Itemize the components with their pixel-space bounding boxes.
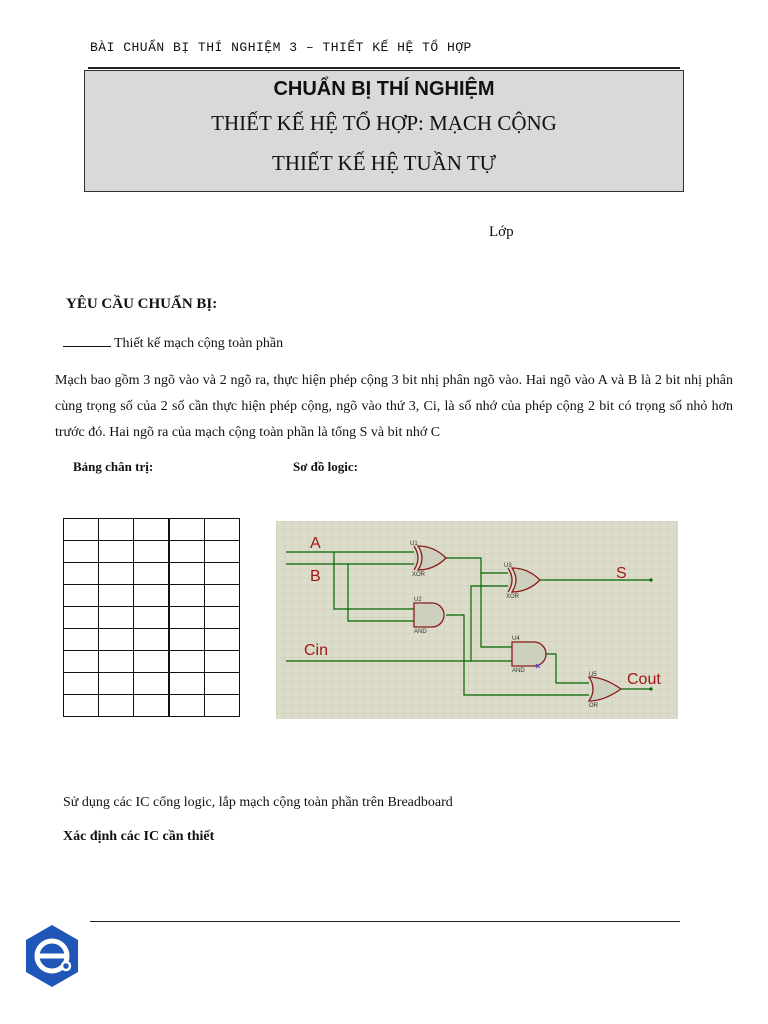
e-learning-logo-icon bbox=[26, 925, 78, 987]
table-row bbox=[63, 628, 240, 651]
output-pins bbox=[649, 578, 653, 691]
table-row bbox=[63, 650, 240, 673]
signal-a: A bbox=[310, 535, 321, 552]
running-header: BÀI CHUẨN BỊ THÍ NGHIỆM 3 – THIẾT KẾ HỆ … bbox=[90, 40, 472, 55]
u1-xor-gate bbox=[413, 545, 447, 571]
table-row bbox=[63, 562, 240, 585]
table-row bbox=[63, 694, 240, 717]
table-cell bbox=[98, 562, 134, 585]
wires bbox=[286, 551, 651, 696]
table-cell bbox=[204, 562, 240, 585]
table-row bbox=[63, 672, 240, 695]
table-cell bbox=[133, 606, 170, 629]
signal-s: S bbox=[616, 565, 627, 582]
table-cell bbox=[98, 650, 134, 673]
table-cell bbox=[204, 628, 240, 651]
u1-type: XOR bbox=[412, 572, 426, 578]
signal-b: B bbox=[310, 568, 321, 585]
table-cell bbox=[133, 562, 170, 585]
u1-label: U1 bbox=[410, 541, 418, 547]
u2-label: U2 bbox=[414, 597, 422, 603]
table-cell bbox=[63, 672, 99, 695]
table-cell bbox=[204, 606, 240, 629]
u3-label: U3 bbox=[504, 563, 512, 569]
table-cell bbox=[204, 694, 240, 717]
u5-or-gate bbox=[587, 676, 623, 702]
table-cell bbox=[168, 584, 205, 607]
table-cell bbox=[133, 672, 170, 695]
signal-cout: Cout bbox=[627, 671, 661, 688]
table-cell bbox=[98, 672, 134, 695]
table-cell bbox=[168, 540, 205, 563]
table-cell bbox=[98, 518, 134, 541]
table-cell bbox=[168, 518, 205, 541]
probe-marker bbox=[535, 663, 541, 669]
table-cell bbox=[168, 694, 205, 717]
task-1: Thiết kế mạch cộng toàn phần bbox=[63, 334, 283, 352]
logic-diagram: A B Cin S Cout U1 XOR U2 AND U3 XOR U4 A… bbox=[276, 521, 678, 719]
header-rule bbox=[88, 67, 680, 69]
table-cell bbox=[98, 628, 134, 651]
table-cell bbox=[204, 650, 240, 673]
truth-table-label: Bảng chân trị: bbox=[73, 459, 154, 474]
table-cell bbox=[168, 650, 205, 673]
table-cell bbox=[63, 628, 99, 651]
table-cell bbox=[204, 518, 240, 541]
table-cell bbox=[204, 672, 240, 695]
ic-section-title: Xác định các IC cần thiết bbox=[63, 829, 215, 844]
class-label: Lớp bbox=[489, 224, 514, 240]
table-cell bbox=[98, 606, 134, 629]
table-cell bbox=[63, 650, 99, 673]
table-row bbox=[63, 606, 240, 629]
table-cell bbox=[63, 540, 99, 563]
title-line-2: THIẾT KẾ HỆ TUẦN TỰ bbox=[272, 151, 496, 175]
title-box: CHUẨN BỊ THÍ NGHIỆM THIẾT KẾ HỆ TỔ HỢP: … bbox=[84, 70, 684, 192]
u2-and-gate bbox=[413, 602, 445, 628]
signal-cin: Cin bbox=[304, 642, 328, 659]
table-cell bbox=[63, 518, 99, 541]
u3-xor-gate bbox=[507, 567, 541, 593]
u4-type: AND bbox=[512, 668, 525, 674]
title-line-1: THIẾT KẾ HỆ TỔ HỢP: MẠCH CỘNG bbox=[211, 111, 557, 135]
requirements-title: YÊU CẦU CHUẨN BỊ: bbox=[66, 296, 218, 312]
table-row bbox=[63, 518, 240, 541]
u2-type: AND bbox=[414, 629, 427, 635]
table-cell bbox=[168, 628, 205, 651]
table-cell bbox=[168, 672, 205, 695]
footer-rule bbox=[90, 921, 680, 922]
u3-type: XOR bbox=[506, 594, 520, 600]
breadboard-instruction: Sử dụng các IC cổng logic, lắp mạch cộng… bbox=[63, 795, 453, 810]
table-row bbox=[63, 540, 240, 563]
truth-table bbox=[63, 518, 240, 717]
u4-and-gate bbox=[511, 641, 547, 667]
u4-label: U4 bbox=[512, 636, 520, 642]
table-cell bbox=[204, 540, 240, 563]
table-cell bbox=[63, 562, 99, 585]
table-cell bbox=[63, 694, 99, 717]
table-cell bbox=[204, 584, 240, 607]
logic-diagram-label: Sơ đồ logic: bbox=[293, 459, 358, 474]
table-cell bbox=[63, 606, 99, 629]
u5-label: U5 bbox=[589, 672, 597, 678]
table-row bbox=[63, 584, 240, 607]
title-main: CHUẨN BỊ THÍ NGHIỆM bbox=[273, 78, 495, 100]
table-cell bbox=[133, 628, 170, 651]
table-cell bbox=[98, 540, 134, 563]
task-1-text: Thiết kế mạch cộng toàn phần bbox=[114, 336, 284, 351]
table-cell bbox=[133, 650, 170, 673]
table-cell bbox=[133, 694, 170, 717]
description-paragraph: Mạch bao gồm 3 ngõ vào và 2 ngõ ra, thực… bbox=[55, 373, 733, 440]
table-cell bbox=[98, 584, 134, 607]
table-cell bbox=[98, 694, 134, 717]
u5-type: OR bbox=[589, 703, 599, 709]
table-cell bbox=[133, 584, 170, 607]
table-cell bbox=[63, 584, 99, 607]
table-cell bbox=[168, 606, 205, 629]
table-cell bbox=[133, 540, 170, 563]
table-cell bbox=[133, 518, 170, 541]
table-cell bbox=[168, 562, 205, 585]
blank-line bbox=[63, 334, 111, 347]
